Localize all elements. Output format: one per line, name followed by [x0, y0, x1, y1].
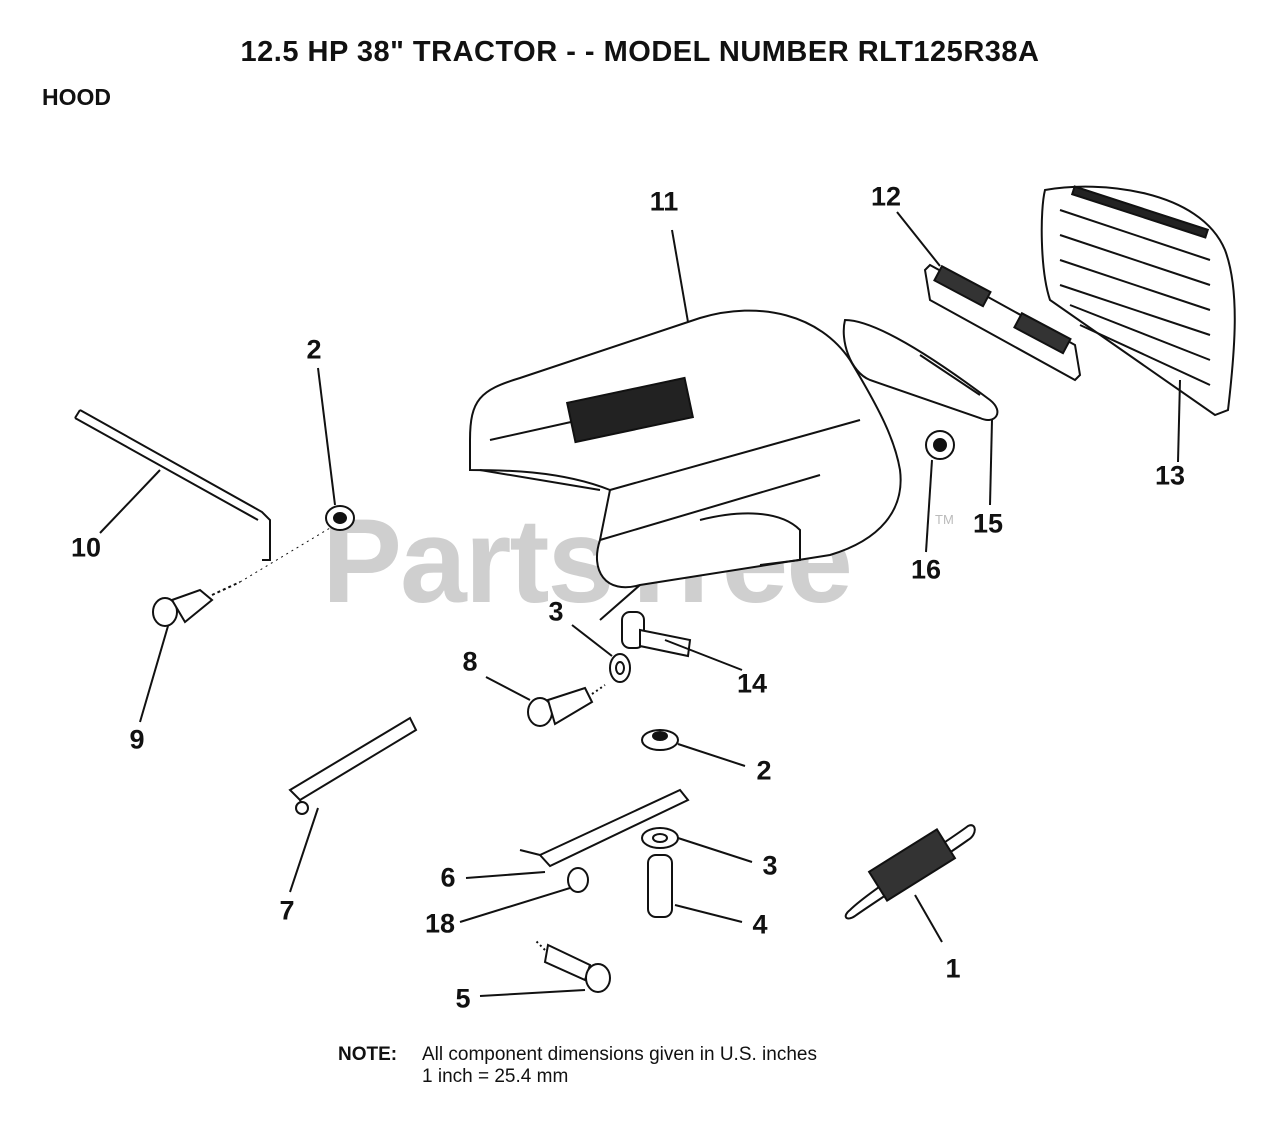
washer-part-lower — [641, 827, 679, 849]
callout-6: 6 — [440, 862, 456, 893]
callout-3-lower: 3 — [762, 850, 778, 881]
bushing-part-16 — [925, 430, 955, 460]
bolt-part-5 — [534, 939, 611, 993]
leader-5 — [479, 989, 586, 997]
callout-9: 9 — [129, 724, 145, 755]
diagram-title: 12.5 HP 38" TRACTOR - - MODEL NUMBER RLT… — [240, 36, 1040, 68]
callout-16: 16 — [910, 554, 942, 585]
bolt-part-8 — [527, 684, 606, 727]
hood-bracket-part — [621, 611, 692, 658]
shoulder-bolt-part — [152, 527, 331, 627]
note-label: NOTE: — [338, 1044, 398, 1065]
callout-11: 11 — [649, 186, 679, 217]
callout-2-upper: 2 — [306, 334, 322, 365]
leader-4 — [674, 904, 743, 923]
callout-5: 5 — [455, 983, 471, 1014]
leader-15 — [989, 419, 993, 506]
grille-bracket-part — [842, 318, 999, 421]
hood-rod-part — [74, 409, 271, 561]
callout-2-lower: 2 — [756, 755, 772, 786]
leader-6 — [465, 871, 546, 879]
callout-13: 13 — [1154, 460, 1186, 491]
leader-lines — [99, 211, 1181, 997]
callout-1: 1 — [945, 953, 961, 984]
leader-14 — [664, 639, 743, 671]
washer-part-18 — [567, 867, 589, 893]
leader-3b — [677, 837, 753, 863]
callout-15: 15 — [972, 508, 1004, 539]
leader-9 — [139, 625, 169, 723]
spring-part — [844, 824, 976, 920]
hinge-bar-part — [288, 716, 418, 815]
note-line-1: All component dimensions given in U.S. i… — [422, 1044, 817, 1065]
grille-part — [1040, 185, 1236, 417]
callout-18: 18 — [424, 908, 456, 939]
callout-14: 14 — [736, 668, 768, 699]
leader-12 — [896, 211, 941, 267]
bracket-bar-part — [519, 788, 690, 868]
leader-18 — [459, 887, 571, 923]
leader-13 — [1177, 379, 1181, 463]
note-line-2: 1 inch = 25.4 mm — [422, 1066, 569, 1087]
callout-12: 12 — [870, 181, 902, 212]
callout-10: 10 — [70, 532, 102, 563]
callout-7: 7 — [279, 895, 295, 926]
leader-8 — [485, 676, 531, 701]
hood-part — [469, 309, 902, 621]
spacer-part — [647, 854, 673, 918]
bushing-part-lower — [641, 729, 679, 751]
washer-part-upper — [609, 653, 631, 683]
bushing-part-upper — [325, 505, 355, 531]
dimension-note: NOTE: All component dimensions given in U… — [338, 1044, 817, 1088]
leader-16 — [925, 459, 933, 553]
watermark-trademark: TM — [935, 512, 954, 527]
leader-10 — [99, 469, 161, 534]
callout-8: 8 — [462, 646, 478, 677]
grille-insert-part — [923, 263, 1082, 382]
leader-7 — [289, 807, 319, 893]
callout-4: 4 — [752, 909, 768, 940]
leader-1 — [914, 894, 943, 943]
leader-2b — [677, 743, 746, 767]
callout-3-upper: 3 — [548, 596, 564, 627]
leader-2a — [317, 367, 336, 506]
leader-11 — [671, 229, 689, 323]
leader-3a — [571, 624, 613, 657]
section-label: HOOD — [42, 84, 111, 110]
